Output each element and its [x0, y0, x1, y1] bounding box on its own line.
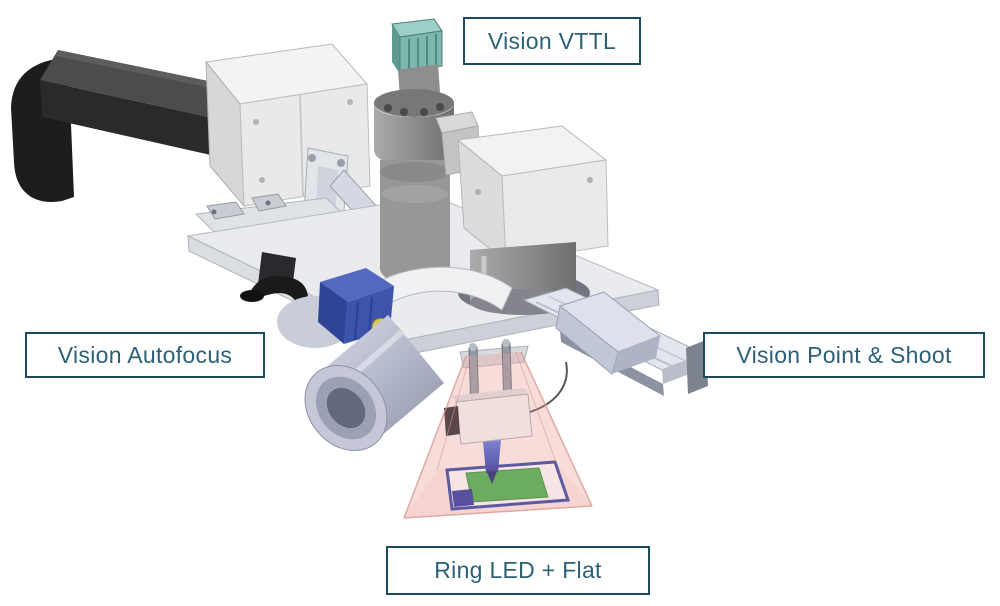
label-vision-vttl: Vision VTTL: [463, 17, 641, 65]
mounting-arm: [11, 50, 244, 202]
label-ring-led-flat: Ring LED + Flat: [386, 546, 650, 595]
target-platform: [445, 460, 571, 511]
label-vision-autofocus-text: Vision Autofocus: [57, 341, 233, 368]
label-vision-vttl-text: Vision VTTL: [487, 27, 617, 54]
projection-cone-front: [403, 351, 593, 519]
label-ring-led-flat-text: Ring LED + Flat: [434, 557, 602, 583]
label-vision-autofocus: Vision Autofocus: [25, 332, 265, 378]
linear-rail: [522, 287, 708, 396]
autofocus-assembly: [304, 268, 444, 452]
label-vision-point-shoot-text: Vision Point & Shoot: [736, 341, 952, 368]
ring-led-projector: [444, 339, 568, 484]
rotary-bracket: [355, 266, 513, 317]
label-vision-point-shoot: Vision Point & Shoot: [703, 332, 985, 378]
